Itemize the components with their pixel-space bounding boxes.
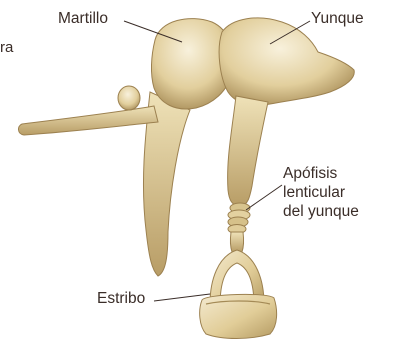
- label-estribo: Estribo: [97, 289, 145, 308]
- label-apofisis-line2: lenticular: [283, 183, 359, 202]
- label-yunque: Yunque: [311, 9, 364, 28]
- malleus-lateral-process: [118, 86, 140, 110]
- lenticular-process: [228, 203, 250, 234]
- cutoff-text: ra: [0, 38, 13, 57]
- malleus-anterior-process: [18, 106, 158, 135]
- label-martillo: Martillo: [58, 9, 108, 28]
- label-apofisis-line1: Apófisis: [283, 164, 359, 183]
- incus-long-process: [228, 96, 268, 206]
- stapes-neck: [230, 232, 243, 252]
- incus-body: [219, 18, 354, 106]
- label-apofisis-lenticular: Apófisis lenticular del yunque: [283, 164, 359, 221]
- label-apofisis-line3: del yunque: [283, 202, 359, 221]
